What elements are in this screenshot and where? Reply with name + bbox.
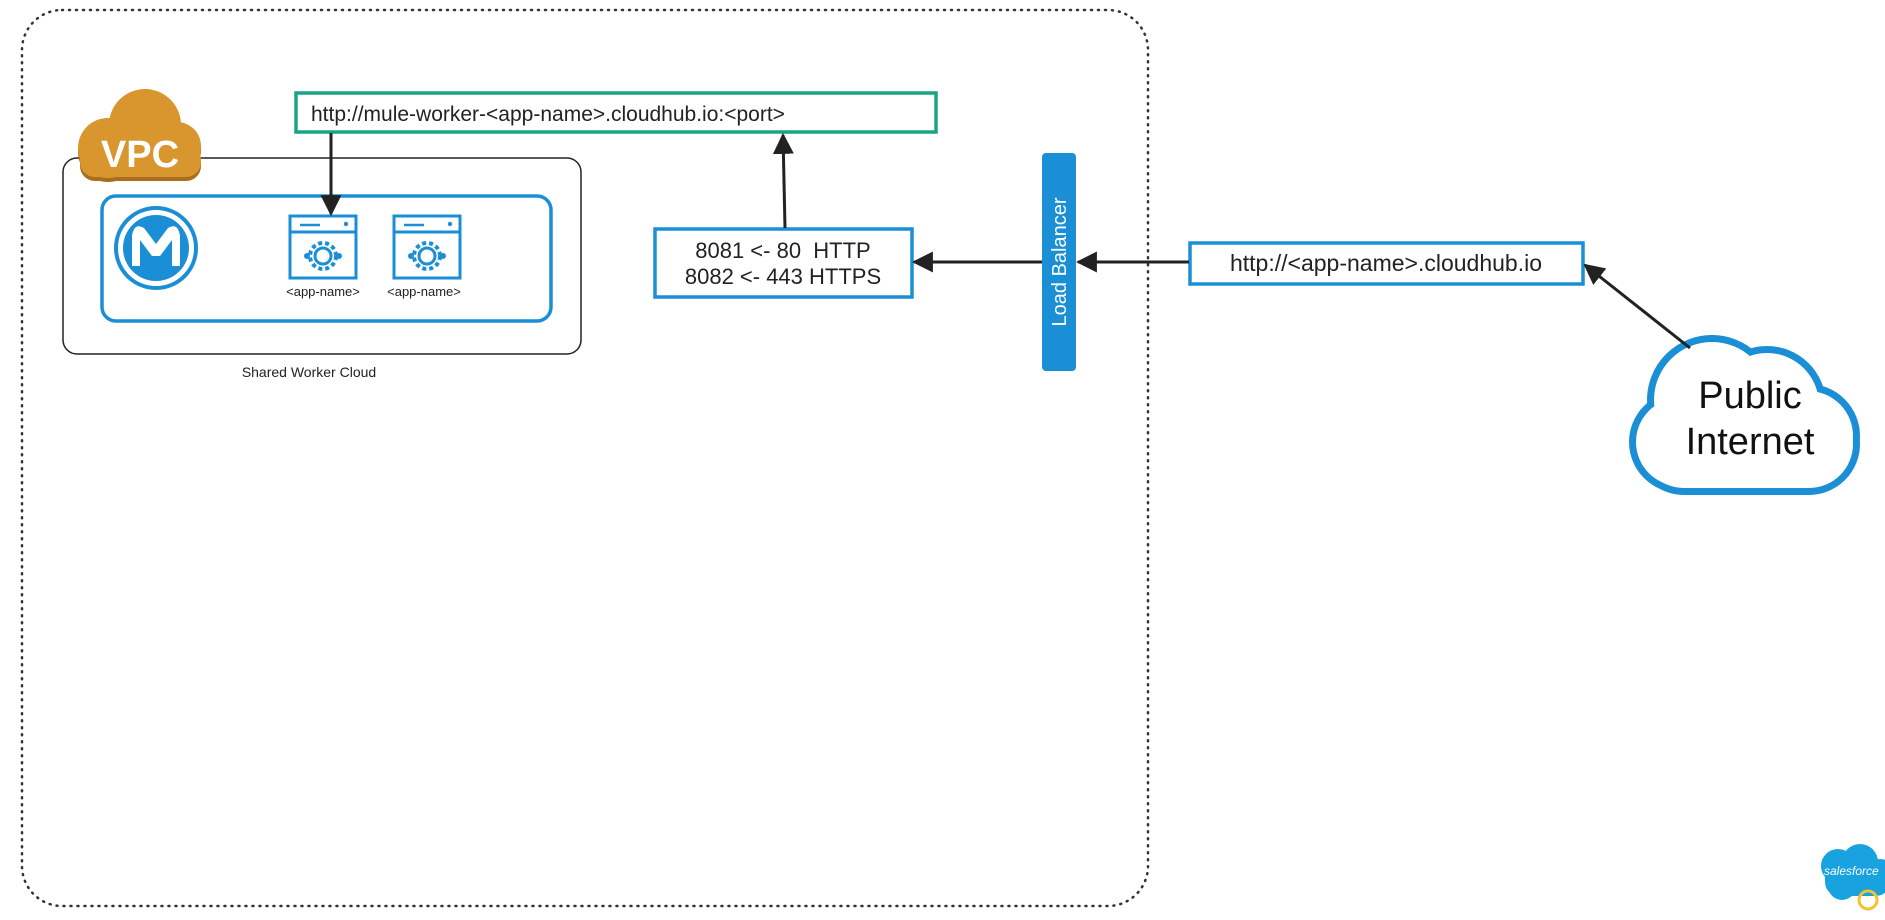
app-name-label-2: <app-name>: [387, 284, 461, 299]
public-internet-label-line2: Internet: [1686, 421, 1815, 463]
public-url-box: [1188, 241, 1585, 286]
load-balancer-label: Load Balancer: [1049, 197, 1071, 326]
vpc-cloud-icon: VPC: [78, 89, 201, 182]
app-worker-icon: [392, 214, 462, 280]
vpc-label: VPC: [101, 134, 179, 176]
app-worker-icon: [288, 214, 358, 280]
public-internet-label-line1: Public: [1698, 375, 1802, 417]
internal-url-text: http://mule-worker-<app-name>.cloudhub.i…: [311, 103, 785, 126]
app-name-label-1: <app-name>: [286, 284, 360, 299]
public-internet-cloud-icon: [1629, 335, 1860, 495]
arrow-internet-to-publicurl: [1583, 263, 1691, 350]
load-balancer-bar: [1042, 153, 1076, 371]
arrow-ports-to-url: [772, 132, 794, 229]
salesforce-logo-text: salesforce: [1824, 864, 1879, 878]
shared-worker-cloud-caption: Shared Worker Cloud: [242, 364, 376, 380]
port-mapping-box: [653, 227, 914, 299]
port-mapping-line-http: 8081 <- 80 HTTP: [695, 238, 870, 263]
salesforce-logo: salesforce: [1821, 844, 1885, 911]
internal-url-box: [294, 91, 938, 134]
mulesoft-logo-icon: [114, 206, 198, 290]
port-mapping-line-https: 8082 <- 443 HTTPS: [685, 264, 881, 289]
public-url-text: http://<app-name>.cloudhub.io: [1230, 250, 1542, 276]
